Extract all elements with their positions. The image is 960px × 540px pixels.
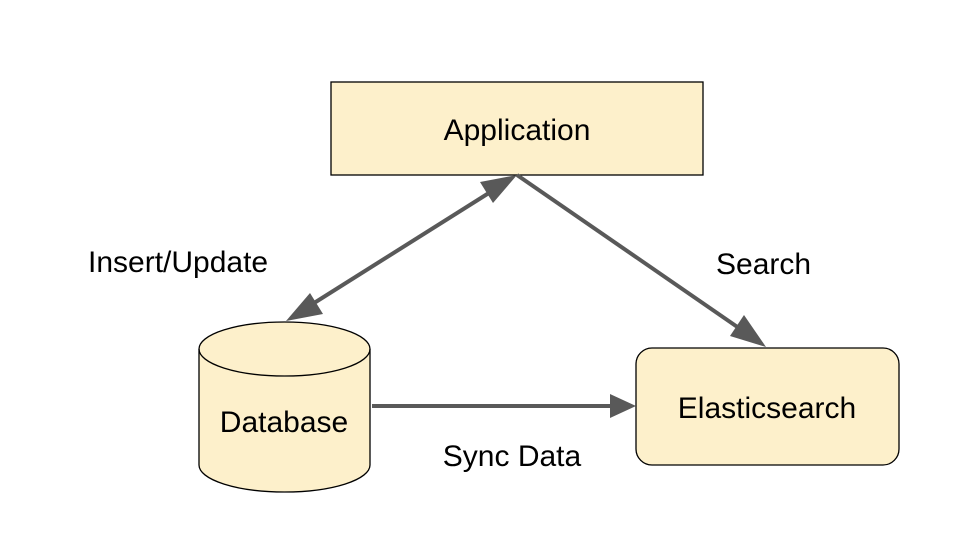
insert-update-label: Insert/Update <box>88 246 268 279</box>
application-node: Application <box>330 81 704 176</box>
database-cylinder-top <box>198 348 371 377</box>
search-line <box>515 173 751 337</box>
elasticsearch-label: Elasticsearch <box>678 392 856 425</box>
search-label: Search <box>716 248 811 281</box>
database-node: Database <box>198 321 371 493</box>
search-arrowhead <box>730 315 766 347</box>
insert-update-arrowhead-top <box>480 175 517 203</box>
insert-update-arrowhead-bottom <box>286 293 323 321</box>
edge-insert-update: Insert/Update <box>88 175 517 321</box>
application-box <box>330 81 704 176</box>
elasticsearch-box <box>635 347 900 466</box>
database-cylinder-body <box>198 321 371 493</box>
edge-sync-data: Sync Data <box>372 394 636 473</box>
edge-search: Search <box>515 173 811 347</box>
sync-data-label: Sync Data <box>443 440 582 473</box>
application-label: Application <box>444 114 591 147</box>
sync-data-arrowhead <box>610 394 636 418</box>
elasticsearch-node: Elasticsearch <box>635 347 900 466</box>
database-label: Database <box>220 406 348 439</box>
insert-update-line <box>301 184 502 312</box>
